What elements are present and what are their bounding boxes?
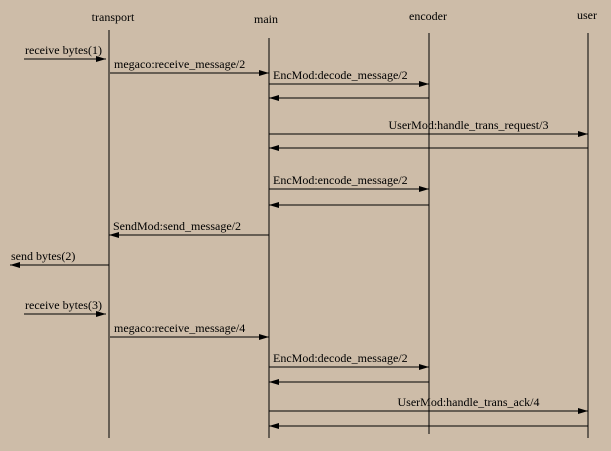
message-label-3: EncMod:decode_message/2 [273, 68, 408, 82]
lifeline-label-main: main [254, 12, 278, 26]
message-label-5: UserMod:handle_trans_request/3 [389, 118, 549, 132]
message-label-10: send bytes(2) [11, 249, 75, 263]
lifeline-label-encoder: encoder [409, 9, 447, 23]
message-label-2: megaco:receive_message/2 [114, 57, 245, 71]
message-label-11: receive bytes(3) [25, 298, 102, 312]
message-label-9: SendMod:send_message/2 [113, 219, 241, 233]
message-label-13: EncMod:decode_message/2 [273, 351, 408, 365]
message-label-1: receive bytes(1) [25, 43, 102, 57]
message-label-12: megaco:receive_message/4 [114, 321, 245, 335]
lifeline-label-user: user [577, 8, 597, 22]
message-label-7: EncMod:encode_message/2 [273, 173, 408, 187]
message-label-15: UserMod:handle_trans_ack/4 [398, 395, 540, 409]
lifeline-label-transport: transport [92, 10, 135, 24]
